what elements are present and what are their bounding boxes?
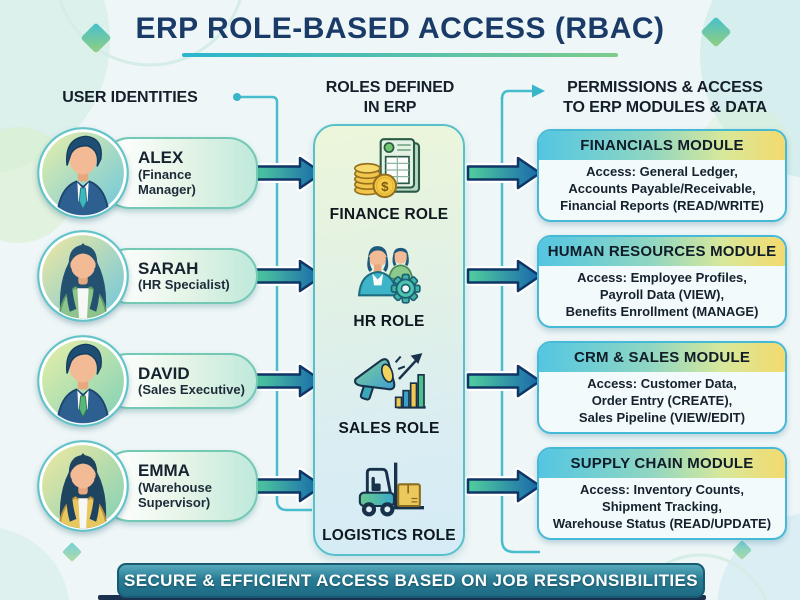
megaphone-and-chart-icon	[354, 353, 426, 409]
people-and-gear-icon	[357, 246, 421, 304]
role-label: HR ROLE	[353, 313, 425, 330]
user-role: (Finance Manager)	[138, 166, 196, 197]
user-role: (HR Specialist)	[138, 277, 230, 293]
avatar-woman-hr-icon	[37, 230, 129, 322]
user-card: SARAH (HR Specialist)	[36, 226, 272, 326]
user-pill: DAVID (Sales Executive)	[100, 352, 258, 410]
user-pill: SARAH (HR Specialist)	[100, 247, 258, 305]
user-card: ALEX (Finance Manager)	[36, 123, 272, 223]
module-card-human-resources: HUMAN RESOURCES MODULE Access: Employee …	[537, 235, 787, 328]
role-label: FINANCE ROLE	[329, 206, 449, 223]
module-access-text: Access: Inventory Counts, Shipment Track…	[552, 482, 772, 531]
user-name: SARAH	[138, 258, 199, 278]
svg-text:$: $	[381, 179, 389, 194]
diamond-decor	[732, 540, 752, 560]
user-name: DAVID	[138, 363, 190, 383]
user-name: EMMA	[138, 461, 190, 481]
user-name: ALEX	[138, 148, 184, 168]
role-item-finance: $ FINANCE ROLE	[315, 126, 463, 233]
module-card-header: CRM & SALES MODULE	[539, 343, 785, 372]
module-card-header: SUPPLY CHAIN MODULE	[539, 449, 785, 478]
roles-panel: $ FINANCE ROLE	[313, 124, 465, 556]
title-underline	[182, 53, 618, 57]
role-label: LOGISTICS ROLE	[322, 527, 456, 544]
column-header-roles: ROLES DEFINED IN ERP	[325, 79, 455, 116]
user-role: (Warehouse Supervisor)	[138, 479, 212, 510]
header-connector-permissions	[500, 89, 540, 554]
arrow-role-to-module	[464, 257, 544, 295]
arrow-role-to-module	[464, 362, 544, 400]
user-card: EMMA (Warehouse Supervisor)	[36, 436, 272, 536]
module-access-text: Access: Customer Data, Order Entry (CREA…	[578, 376, 746, 425]
coins-and-ledger-icon: $	[354, 138, 421, 199]
role-item-sales: SALES ROLE	[315, 340, 463, 447]
module-access-text: Access: General Ledger, Accounts Payable…	[560, 164, 764, 213]
role-item-logistics: LOGISTICS ROLE	[315, 447, 463, 554]
module-card-header: FINANCIALS MODULE	[539, 131, 785, 160]
module-card-header: HUMAN RESOURCES MODULE	[539, 237, 785, 266]
arrow-role-to-module	[464, 154, 544, 192]
page-title: ERP ROLE-BASED ACCESS (RBAC)	[135, 12, 665, 45]
module-card-financials: FINANCIALS MODULE Access: General Ledger…	[537, 129, 787, 222]
column-header-users: USER IDENTITIES	[62, 89, 198, 106]
diamond-decor	[62, 542, 82, 562]
role-item-hr: HR ROLE	[315, 233, 463, 340]
module-card-supply-chain: SUPPLY CHAIN MODULE Access: Inventory Co…	[537, 447, 787, 540]
avatar-man-sales-icon	[37, 335, 129, 427]
avatar-man-finance-icon	[37, 127, 129, 219]
user-card: DAVID (Sales Executive)	[36, 331, 272, 431]
column-header-permissions: PERMISSIONS & ACCESS TO ERP MODULES & DA…	[563, 79, 767, 116]
module-card-crm-sales: CRM & SALES MODULE Access: Customer Data…	[537, 341, 787, 434]
footer-banner: SECURE & EFFICIENT ACCESS BASED ON JOB R…	[117, 563, 705, 598]
arrow-role-to-module	[464, 467, 544, 505]
forklift-and-box-icon	[358, 462, 424, 517]
role-label: SALES ROLE	[338, 420, 440, 437]
module-access-text: Access: Employee Profiles, Payroll Data …	[565, 270, 759, 319]
avatar-woman-warehouse-icon	[37, 440, 129, 532]
user-role: (Sales Executive)	[138, 382, 245, 398]
